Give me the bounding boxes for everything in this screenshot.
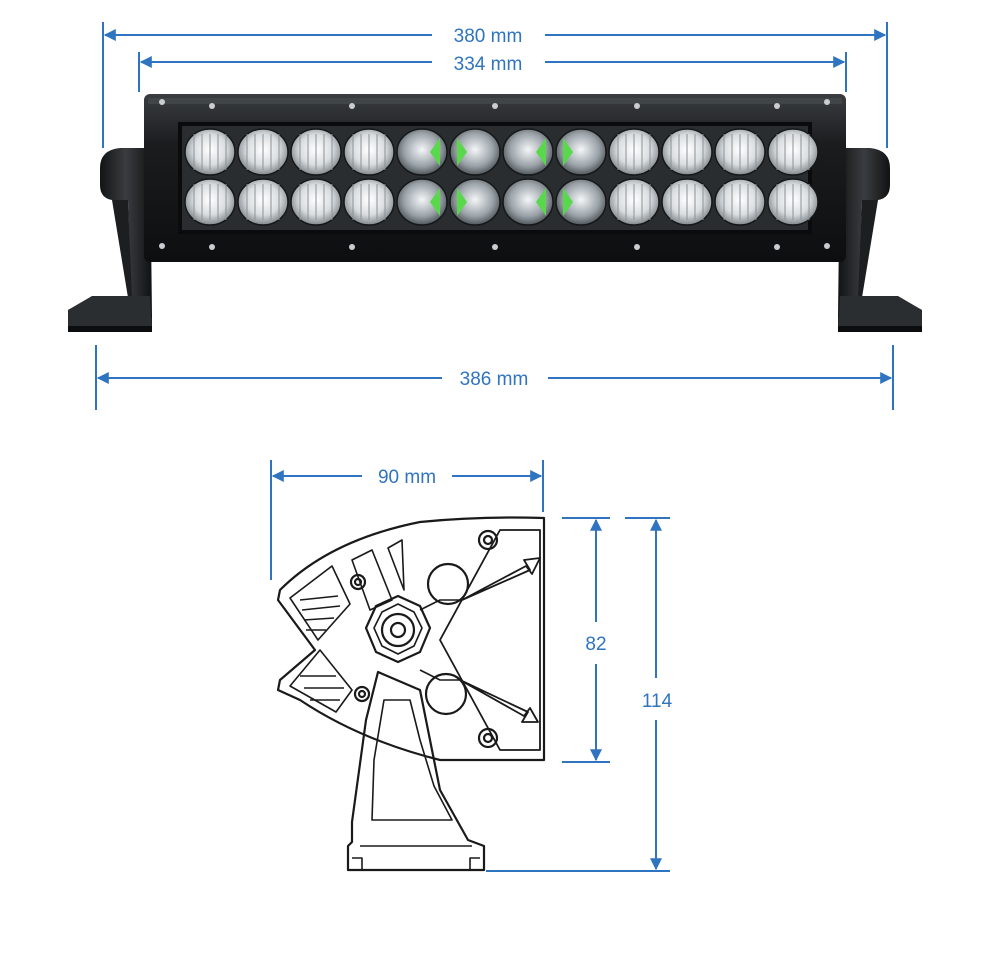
total-height-dimension: 114 — [486, 517, 673, 872]
left-mount-bracket — [68, 148, 152, 332]
overall-length-label: 380 mm — [454, 26, 523, 47]
light-bar-front-view — [68, 94, 922, 332]
led-lens — [555, 128, 607, 176]
overall-length-dimension: 380 mm — [102, 22, 888, 148]
lens-length-dimension: 334 mm — [138, 52, 847, 92]
cooling-fins-upper — [289, 539, 405, 641]
mount-bracket-profile — [346, 670, 486, 872]
depth-dimension: 90 mm — [270, 460, 544, 580]
green-led-segment — [536, 138, 546, 166]
green-led-segment — [430, 188, 440, 216]
green-led-segment — [563, 138, 573, 166]
depth-label: 90 mm — [378, 467, 436, 488]
led-lens — [449, 178, 501, 226]
mount-span-dimension: 386 mm — [95, 345, 894, 410]
green-led-segment — [457, 138, 467, 166]
led-lens — [555, 178, 607, 226]
housing-height-label: 82 — [585, 634, 606, 655]
housing-screws — [159, 99, 830, 250]
right-mount-bracket — [838, 148, 922, 332]
led-lens — [502, 128, 554, 176]
led-lens — [396, 128, 448, 176]
led-lens — [502, 178, 554, 226]
lens-length-label: 334 mm — [454, 54, 523, 75]
end-cap-outline — [276, 516, 546, 762]
green-led-segment — [457, 188, 467, 216]
green-led-segment — [430, 138, 440, 166]
cooling-fins-lower — [289, 649, 353, 713]
led-lens — [449, 128, 501, 176]
total-height-label: 114 — [642, 691, 673, 712]
mount-span-label: 386 mm — [460, 369, 529, 390]
led-array — [184, 128, 819, 226]
led-lens — [396, 178, 448, 226]
green-led-segment — [563, 188, 573, 216]
pivot-knob — [364, 594, 432, 664]
side-profile-drawing — [276, 516, 546, 872]
green-led-segment — [536, 188, 546, 216]
housing-height-dimension: 82 — [562, 517, 610, 763]
